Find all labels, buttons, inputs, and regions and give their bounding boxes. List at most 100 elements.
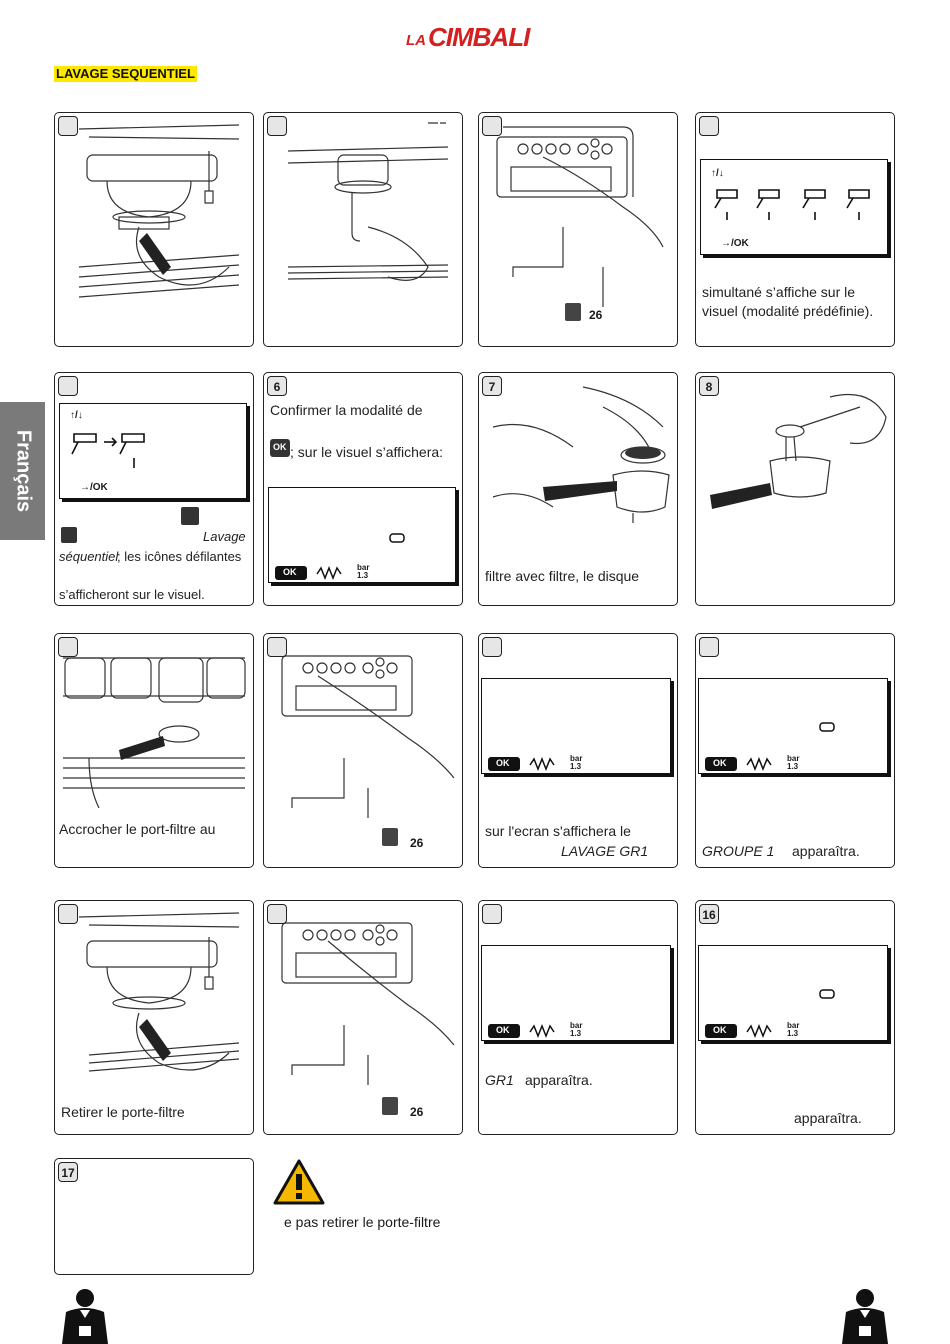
display-screen: OK bar 1.3 [481,678,671,774]
step-text-a: GR1 [485,1072,514,1088]
barista-figure-icon [62,1289,108,1344]
step-number: 17 [58,1162,78,1182]
display-screen: ↑/↓ →/OK [700,159,888,255]
step-number [482,116,502,136]
ok-key-icon: OK [270,439,290,457]
step-number [267,637,287,657]
coffee-cup-icon [819,722,835,732]
pressure-value: 1.3 [357,571,369,580]
reference-icon [565,303,581,321]
control-panel-press-illustration [496,126,664,307]
ok-indicator-label: OK [713,758,727,768]
pressure-unit: bar [570,1021,583,1030]
brand-logo: LA CIMBALI [400,18,550,58]
step-text: Retirer le porte-filtre [61,1104,185,1120]
step-text: filtre avec filtre, le disque [485,568,640,584]
display-screen: OK bar 1.3 [698,945,888,1041]
language-tab: Français [0,402,45,540]
step-text-a: Confirmer la modalité de [270,402,423,418]
step-panel-13: Retirer le porte-filtre [54,900,254,1135]
ok-indicator: OK [275,566,307,580]
step-panel-3: 26 [478,112,678,347]
pressure-value: 1.3 [570,1029,582,1038]
step-number: 16 [699,904,719,924]
step-panel-5: ↑/↓ →/OK Lavage séquentiel ; les icônes … [54,372,254,606]
step-text-b: ; les icônes défilantes [117,549,242,564]
group-head-illustration [78,124,240,298]
pressure-value: 1.3 [787,762,799,771]
reference-page: 26 [410,1105,424,1119]
pressure-wave-icon [746,757,772,771]
ok-indicator-label: OK [283,567,297,577]
step-number [58,904,78,924]
pressure-unit: bar [787,1021,800,1030]
brand-prefix: LA [406,32,426,49]
step-text-b: LAVAGE GR1 [561,843,649,859]
step-panel-16: OK bar 1.3 apparaîtra. 16 [695,900,895,1135]
warning-triangle-icon [273,1159,325,1205]
coffee-cup-icon [819,989,835,999]
step-number [58,116,78,136]
step-panel-10: 26 [263,633,463,868]
control-panel-press-illustration [281,922,455,1085]
up-key-icon [181,507,199,525]
screen-ok: →/OK [721,238,749,249]
step-panel-9: Accrocher le port-filtre au [54,633,254,868]
portafilter-attach-illustration [63,657,246,808]
ok-key-label: OK [273,442,287,452]
display-screen: OK bar 1.3 [268,487,456,583]
display-screen: OK bar 1.3 [481,945,671,1041]
step-panel-14: 26 [263,900,463,1135]
ok-indicator: OK [705,1024,737,1038]
step-panel-4: ↑/↓ →/OK simultané s’affiche sur le visu… [695,112,895,347]
screen-arrows: ↑/↓ [70,410,83,421]
group-icons-row [714,189,870,220]
group-head-illustration [78,912,240,1072]
ok-indicator: OK [488,757,520,771]
reference-page: 26 [589,308,603,322]
reference-icon [382,1097,398,1115]
display-screen: ↑/↓ →/OK [59,403,247,499]
step-number [482,637,502,657]
step-number [699,637,719,657]
section-title: LAVAGE SEQUENTIEL [54,66,197,82]
step-text-a: séquentiel [59,549,119,564]
step-panel-15: OK bar 1.3 GR1 apparaîtra. [478,900,678,1135]
step-panel-7: filtre avec filtre, le disque 7 [478,372,678,606]
step-text-a: GROUPE 1 [702,843,775,859]
step-text: apparaîtra. [794,1110,862,1126]
step-text-right: Lavage [203,529,246,544]
pressure-value: 1.3 [787,1029,799,1038]
coffee-cup-icon [389,533,405,543]
step-number [699,116,719,136]
brand-name: CIMBALI [428,22,530,52]
down-key-icon [61,527,77,543]
ok-indicator-label: OK [496,758,510,768]
step-panel-17: 17 [54,1158,254,1275]
step-panel-12: OK bar 1.3 GROUPE 1 apparaîtra. [695,633,895,868]
detergent-spoon-illustration [710,393,887,509]
step-panel-2 [263,112,463,347]
step-number [58,376,78,396]
step-number: 6 [267,376,287,396]
step-text-b: apparaîtra. [792,843,860,859]
step-text-a: sur l'ecran s'affichera le [485,823,631,839]
step-panel-6: Confirmer la modalité de OK ; sur le vis… [263,372,463,606]
display-screen: OK bar 1.3 [698,678,888,774]
group-head-tool-illustration [287,122,449,281]
step-text-b: apparaîtra. [525,1072,593,1088]
step-text-c: s’afficheront sur le visuel. [59,587,205,602]
step-panel-8: 8 [695,372,895,606]
pressure-wave-icon [746,1024,772,1038]
step-number [482,904,502,924]
ok-indicator: OK [488,1024,520,1038]
step-number: 7 [482,376,502,396]
screen-arrows: ↑/↓ [711,168,724,179]
reference-page: 26 [410,836,424,850]
pressure-wave-icon [316,566,342,580]
pressure-wave-icon [529,1024,555,1038]
step-text: Accrocher le port-filtre au [59,821,216,837]
step-panel-11: OK bar 1.3 sur l'ecran s'affichera le LA… [478,633,678,868]
step-number [267,116,287,136]
pressure-unit: bar [357,563,370,572]
